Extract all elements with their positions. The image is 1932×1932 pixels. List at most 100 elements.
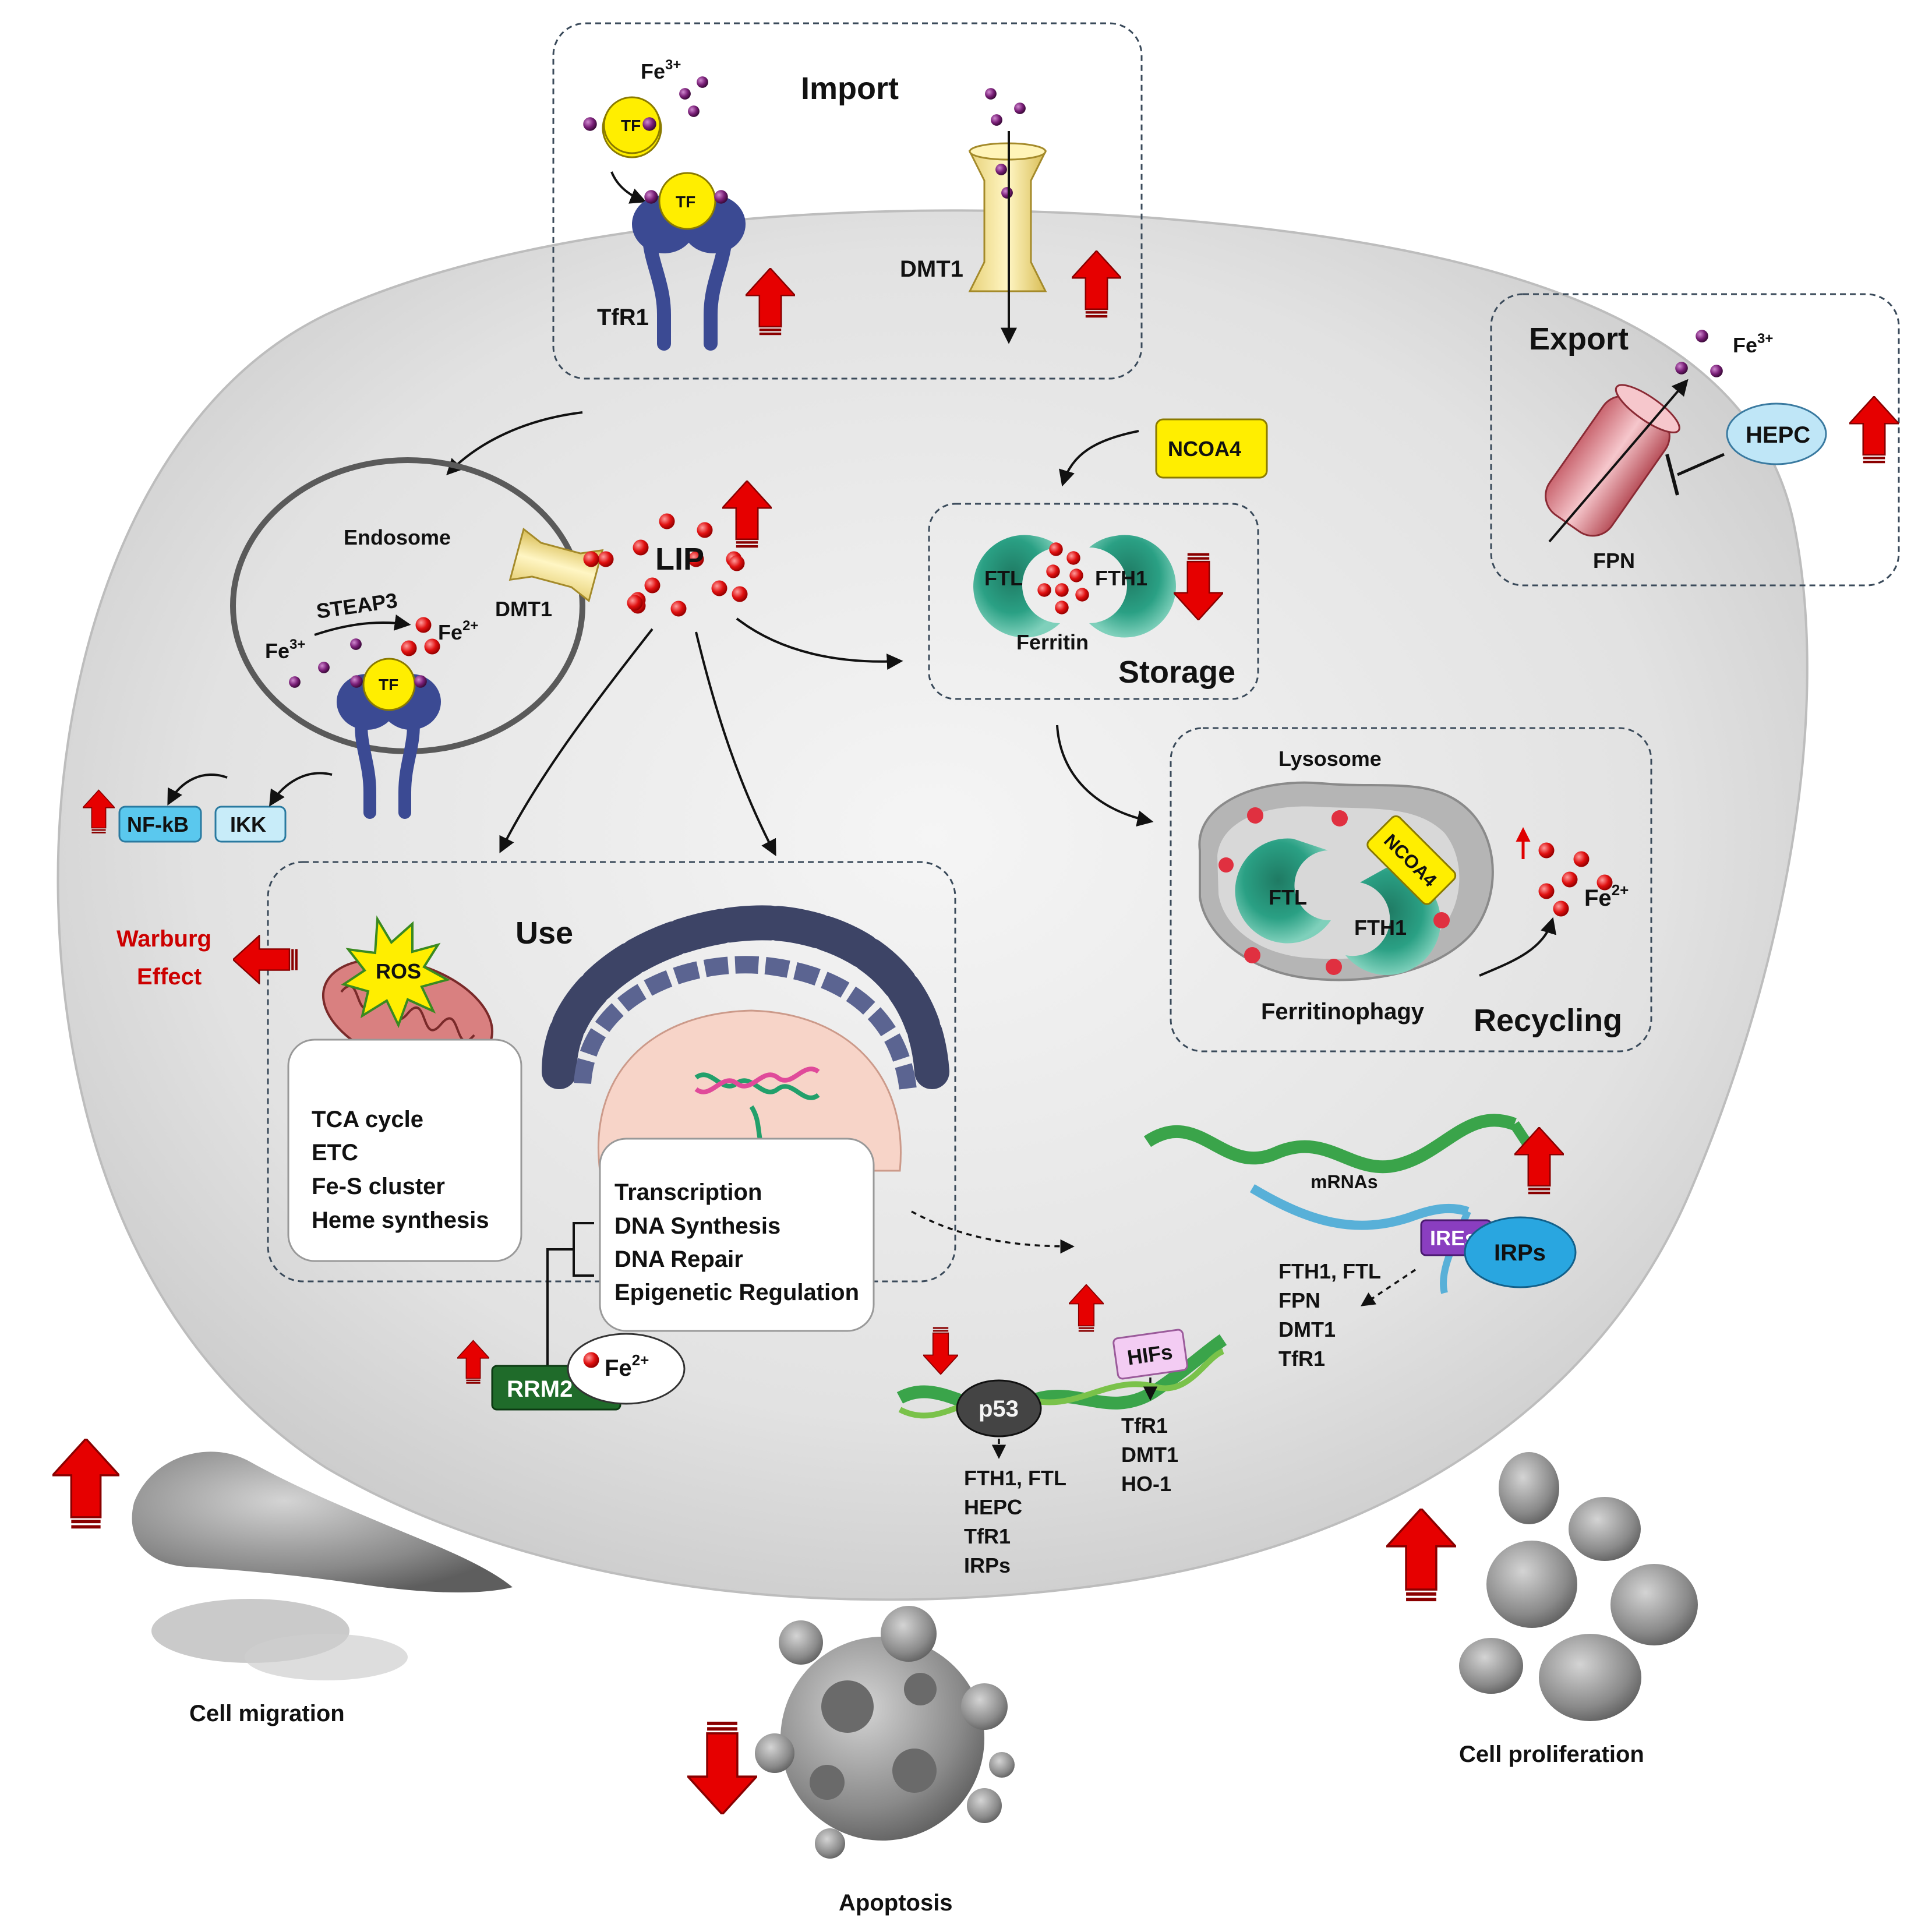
endosome-fe2-label: Fe2+ (438, 618, 478, 644)
nucleus (542, 905, 949, 1172)
svg-text:p53: p53 (979, 1396, 1019, 1422)
fe3-ion (679, 88, 691, 100)
svg-text:IRPs: IRPs (1494, 1240, 1546, 1266)
fe3-ion (1014, 103, 1026, 114)
ncoa4-badge: NCOA4 (1155, 418, 1268, 479)
nuclear-function: DNA Repair (614, 1246, 743, 1272)
cell-migration-outcome: Cell migration (52, 1439, 513, 1726)
p53-target: FTH1, FTL (964, 1466, 1066, 1490)
svg-text:RRM2: RRM2 (507, 1376, 573, 1402)
ferritinophagy-label: Ferritinophagy (1261, 999, 1425, 1025)
svg-text:TF: TF (676, 193, 695, 211)
tfr1-label: TfR1 (597, 305, 649, 330)
p53-target: HEPC (964, 1495, 1022, 1519)
mrnas-label: mRNAs (1311, 1171, 1378, 1192)
hifs-badge (1112, 1329, 1188, 1380)
recycling-panel: Lysosome FTL FTH1 NCOA4 Ferritinophagy R… (1170, 727, 1652, 1052)
warburg-label: Effect (137, 964, 202, 990)
ire-irp-regulation: mRNAs IREs IRPs FTH1, FTL FPN DMT1 TfR1 (1143, 1114, 1577, 1371)
svg-text:TF: TF (621, 116, 641, 135)
irps-badge (1464, 1216, 1577, 1288)
cell-proliferation-outcome: Cell proliferation (1386, 1452, 1698, 1767)
svg-text:ROS: ROS (376, 959, 421, 983)
storage-panel: FTL FTH1 Ferritin Storage (928, 503, 1259, 700)
irp-target: DMT1 (1278, 1318, 1336, 1341)
migration-label: Cell migration (189, 1701, 345, 1726)
export-fe3-label: Fe3+ (1733, 331, 1773, 357)
rrm2-badge: RRM2 Fe2+ (491, 1333, 686, 1411)
endosome: Endosome STEAP3 Fe3+ Fe2+ TF DMT1 (230, 457, 604, 819)
import-dmt1-label: DMT1 (900, 256, 963, 282)
endosome-fe3-label: Fe3+ (265, 637, 305, 663)
recycling-ftl-label: FTL (1269, 885, 1307, 909)
nuclear-function: DNA Synthesis (614, 1213, 780, 1239)
apoptosis-outcome: Apoptosis (687, 1606, 1015, 1916)
nuclear-functions-card: Transcription DNA Synthesis DNA Repair E… (599, 1138, 875, 1332)
fpn-label: FPN (1593, 549, 1635, 573)
import-fe3-label: Fe3+ (641, 57, 681, 83)
apoptosis-down-arrow (687, 1721, 757, 1814)
use-panel: Use Warburg Effect ROS TCA cycle ETC Fe-… (116, 861, 956, 1332)
rrm2-bracket (546, 1222, 594, 1369)
fe3-ion (697, 76, 708, 88)
mito-function: TCA cycle (312, 1107, 423, 1132)
hepc-up-arrow (1849, 396, 1899, 464)
lysosome-label: Lysosome (1278, 747, 1382, 771)
svg-text:Fe2+: Fe2+ (605, 1351, 649, 1381)
fe3-ion (991, 114, 1002, 126)
endosome-dmt1-label: DMT1 (495, 597, 552, 621)
recycling-fe2-label: Fe2+ (1584, 881, 1629, 911)
import-panel: Import Fe3+ TF TF TfR1 (552, 22, 1143, 380)
recycling-title: Recycling (1474, 1003, 1622, 1038)
labile-iron-pool: LIP (583, 481, 772, 617)
migration-up-arrow (52, 1439, 119, 1530)
hepcidin-inhibition (1676, 453, 1725, 476)
fe3-ion (688, 105, 700, 117)
irp-target: FTH1, FTL (1278, 1259, 1381, 1283)
irp-target: FPN (1278, 1288, 1320, 1312)
hepcidin-badge: HEPC (1726, 402, 1827, 465)
p53-badge (956, 1379, 1042, 1437)
export-title: Export (1529, 322, 1629, 356)
nfkb-badge (118, 806, 202, 843)
fe3-ion (985, 88, 997, 100)
lip-label: LIP (655, 542, 704, 577)
nfkb-label: NF-kB (127, 813, 189, 836)
p53-target: TfR1 (964, 1524, 1011, 1548)
mito-function: Heme synthesis (312, 1207, 489, 1233)
transferrin-free: TF (583, 96, 662, 158)
irp-target: TfR1 (1278, 1347, 1325, 1371)
ferroportin-transporter (1545, 384, 1680, 537)
hif-target: TfR1 (1121, 1414, 1168, 1437)
ros-burst: ROS (341, 915, 451, 1029)
signaling-cascade: NF-kB IKK (83, 772, 333, 843)
svg-text:NCOA4: NCOA4 (1168, 437, 1241, 461)
storage-fth1-label: FTH1 (1095, 566, 1147, 590)
import-title: Import (801, 71, 899, 106)
svg-text:HEPC: HEPC (1746, 422, 1810, 448)
warburg-label: Warburg (116, 926, 211, 952)
ferritin-label: Ferritin (1016, 630, 1089, 654)
ikk-badge (214, 806, 287, 843)
export-panel: Export Fe3+ HEPC FPN (1490, 293, 1900, 587)
proliferation-up-arrow (1386, 1509, 1456, 1602)
mito-function: ETC (312, 1140, 358, 1165)
storage-title: Storage (1118, 655, 1235, 690)
mito-function: Fe-S cluster (312, 1174, 445, 1199)
ikk-label: IKK (230, 813, 266, 836)
storage-ftl-label: FTL (984, 566, 1023, 590)
svg-text:TF: TF (379, 676, 398, 694)
nuclear-function: Epigenetic Regulation (614, 1280, 859, 1305)
mitochondrial-functions-card: TCA cycle ETC Fe-S cluster Heme synthesi… (287, 1039, 522, 1262)
use-title: Use (515, 916, 573, 951)
hif-target: HO-1 (1121, 1472, 1171, 1496)
endosome-label: Endosome (344, 525, 451, 549)
p53-target: IRPs (964, 1553, 1011, 1577)
transcription-factors: p53 HIFs FTH1, FTL HEPC TfR1 IRPs TfR1 D… (896, 1284, 1227, 1577)
hif-target: DMT1 (1121, 1443, 1178, 1467)
tfr1-receptor: TF (632, 172, 746, 351)
apoptosis-label: Apoptosis (839, 1890, 953, 1916)
nuclear-function: Transcription (614, 1179, 762, 1205)
endosome-tfr1-receptor: TF (337, 658, 441, 819)
